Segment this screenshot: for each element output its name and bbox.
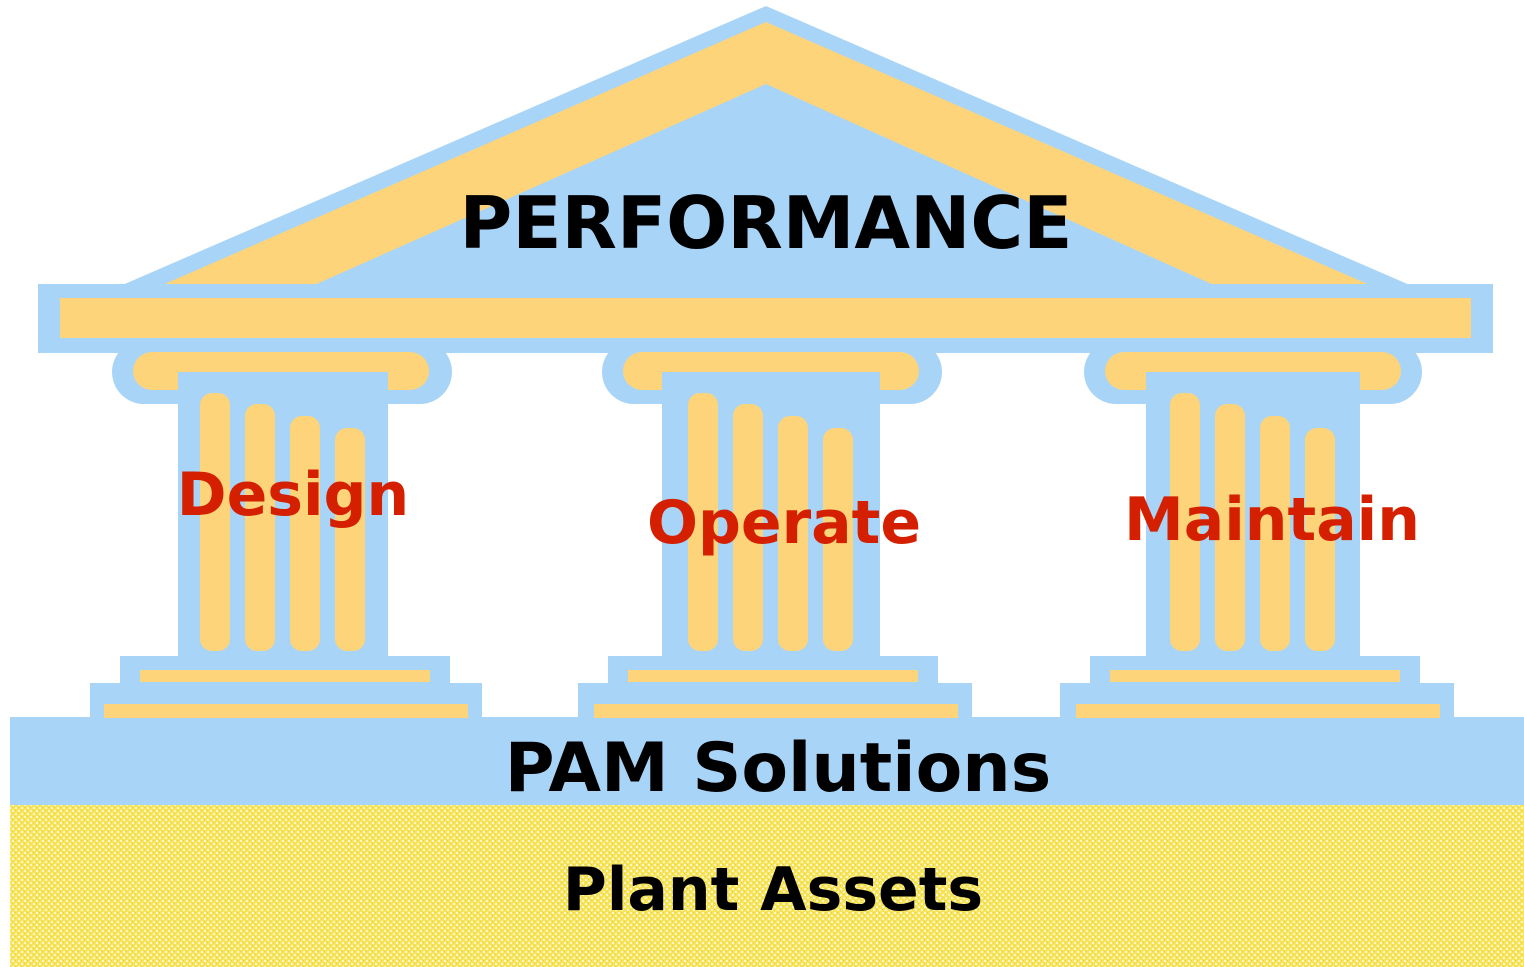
pillar-label-operate: Operate xyxy=(647,488,921,558)
foundation-block xyxy=(10,805,1524,967)
pillar-operate xyxy=(578,340,972,719)
foundation-label: Plant Assets xyxy=(563,855,983,925)
roof-pediment xyxy=(120,6,1412,286)
pillar-design xyxy=(90,340,482,719)
base-label: PAM Solutions xyxy=(505,729,1051,808)
roof-label: PERFORMANCE xyxy=(460,181,1073,265)
pillar-maintain xyxy=(1060,340,1454,719)
pillar-label-design: Design xyxy=(177,460,409,530)
base-slab xyxy=(10,717,1524,805)
pillar-label-maintain: Maintain xyxy=(1124,485,1420,555)
